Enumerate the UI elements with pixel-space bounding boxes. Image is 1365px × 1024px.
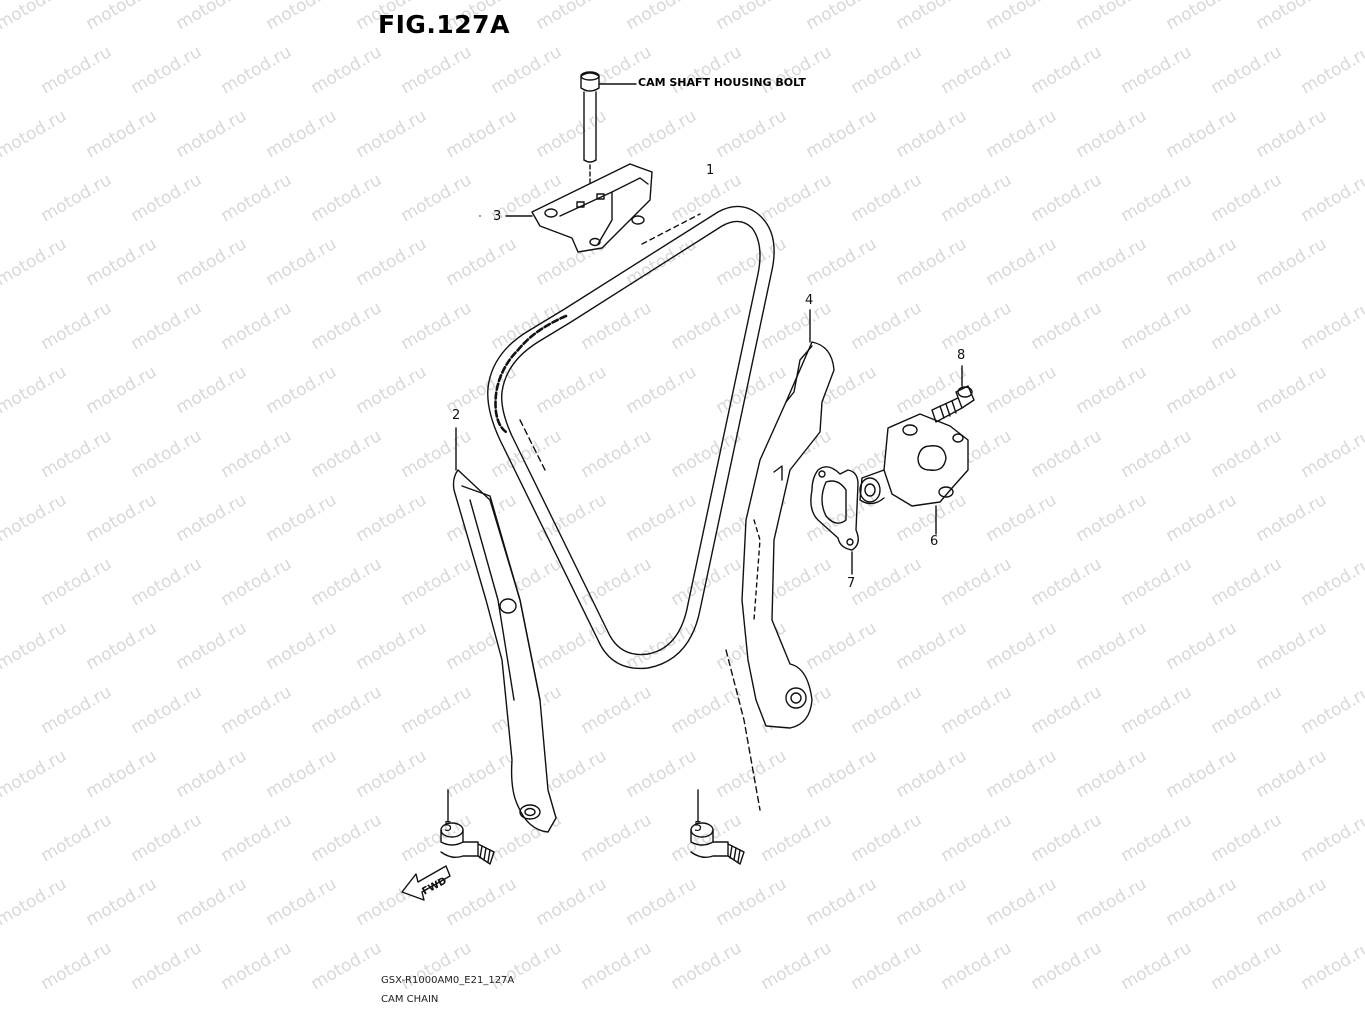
part-number-1: 1 — [706, 163, 715, 178]
guide-bolt-right — [690, 789, 745, 865]
part-number-8: 8 — [957, 348, 966, 363]
part-number-7: 7 — [847, 576, 856, 591]
tensioner-bolt — [931, 365, 975, 423]
bolt-callout-label: CAM SHAFT HOUSING BOLT — [638, 76, 806, 89]
diagram-subtitle: CAM CHAIN — [381, 994, 439, 1005]
cam-chain — [487, 205, 775, 670]
top-chain-guide — [505, 163, 653, 253]
part-number-3: 3 — [493, 209, 502, 224]
tensioner-adjuster — [859, 413, 969, 535]
part-number-4: 4 — [805, 293, 814, 308]
forward-direction-arrow — [401, 865, 451, 901]
part-number-5-left: 5 — [444, 820, 453, 835]
fwd-label: FWD — [420, 876, 448, 898]
fixed-chain-guide — [452, 427, 557, 833]
diagram-code: GSX-R1000AM0_E21_127A — [381, 975, 515, 986]
tensioner-gasket — [810, 466, 859, 575]
figure-title: FIG.127A — [378, 10, 510, 39]
guide-bolt-left — [440, 789, 495, 865]
tensioner-guide — [725, 309, 835, 811]
part-number-2: 2 — [452, 408, 461, 423]
part-number-6: 6 — [930, 534, 939, 549]
part-number-5-right: 5 — [694, 820, 703, 835]
